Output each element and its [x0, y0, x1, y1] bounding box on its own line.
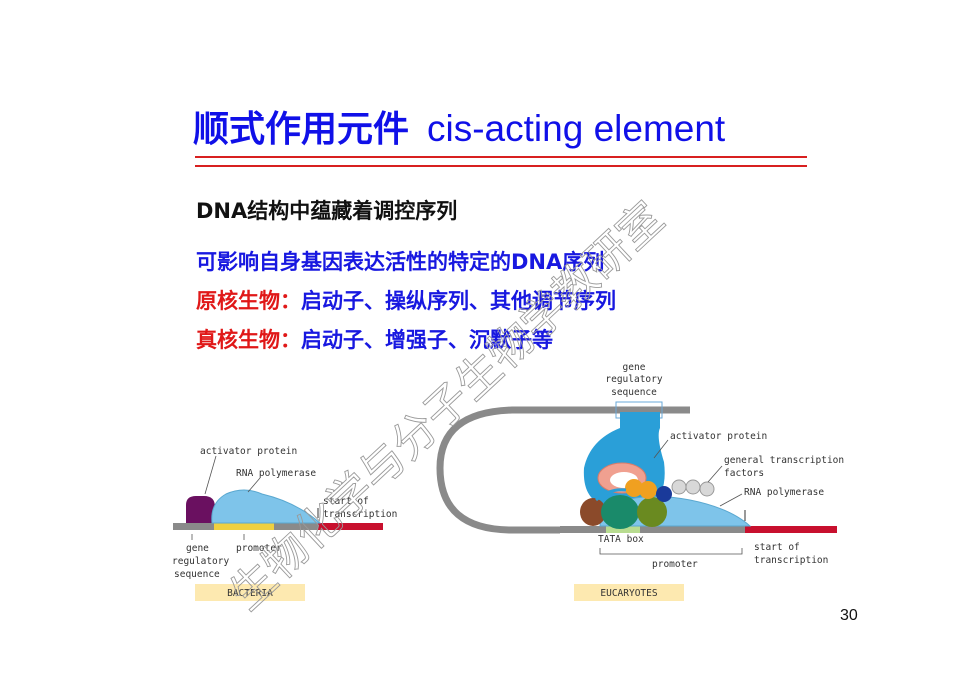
line-eukaryote-label: 真核生物： [196, 328, 301, 352]
line-definition-content: 可影响自身基因表达活性的特定的DNA序列 [196, 250, 605, 274]
eucaryotes-promoter-label: promoter [652, 559, 698, 570]
eucaryotes-activator-label: activator protein [670, 431, 767, 442]
eucaryotes-tata-box [606, 526, 640, 533]
eucaryotes-dna-transcribed [745, 526, 837, 533]
eucaryotes-tag-label: EUCARYOTES [600, 588, 657, 599]
bacteria-activator-protein [186, 496, 215, 523]
bacteria-promoter-label: promoter [236, 543, 282, 554]
eucaryotes-tag [574, 584, 684, 601]
bacteria-rna-polymerase [211, 489, 322, 524]
bacteria-gene-reg-label-3: sequence [174, 569, 220, 580]
eucaryotes-polymerase-label: RNA polymerase [744, 487, 824, 498]
bacteria-promoter-region [214, 523, 274, 530]
eucaryotes-gene-reg-label-1: gene [623, 362, 646, 373]
bacteria-activator-label: activator protein [200, 446, 297, 457]
eucaryotes-start-label-1: start of [754, 542, 800, 553]
bacteria-polymerase-label: RNA polymerase [236, 468, 316, 479]
eucaryotes-diagram: gene regulatory sequence activator prote… [436, 362, 844, 601]
eucaryotes-tata-label: TATA box [598, 534, 644, 545]
subtitle: DNA结构中蕴藏着调控序列 [196, 199, 458, 223]
page-number: 30 [840, 607, 858, 624]
slide-title: 顺式作用元件 cis-acting element [193, 100, 725, 152]
eucaryotes-gene-reg-label-2: regulatory [605, 374, 662, 385]
eucaryotes-dna-loop [436, 406, 690, 534]
eucaryotes-gene-reg-label-3: sequence [611, 387, 657, 398]
line-prokaryote-content: 启动子、操纵序列、其他调节序列 [301, 289, 616, 313]
line-prokaryote: 原核生物：启动子、操纵序列、其他调节序列 [196, 285, 616, 315]
title-chinese: 顺式作用元件 [193, 109, 410, 150]
bacteria-gene-reg-label-2: regulatory [172, 556, 229, 567]
title-english: cis-acting element [427, 108, 726, 149]
bacteria-gene-reg-label-1: gene [186, 543, 209, 554]
bacteria-tag-label: BACTERIA [227, 588, 273, 599]
eucaryotes-dna [560, 526, 750, 533]
title-rule-top [195, 156, 807, 158]
line-eukaryote-content: 启动子、增强子、沉默子等 [301, 328, 553, 352]
bacteria-tag [195, 584, 305, 601]
line-eukaryote: 真核生物：启动子、增强子、沉默子等 [196, 324, 553, 354]
bacteria-dna [173, 523, 383, 530]
eucaryotes-gtf-label-2: factors [724, 468, 764, 479]
eucaryotes-start-label-2: transcription [754, 555, 828, 566]
line-definition: 可影响自身基因表达活性的特定的DNA序列 [196, 246, 604, 276]
bacteria-diagram: activator protein RNA polymerase start o… [172, 446, 397, 601]
bacteria-start-label-2: transcription [323, 509, 397, 520]
line-prokaryote-label: 原核生物： [196, 289, 301, 313]
bacteria-dna-transcribed [318, 523, 383, 530]
title-rule-bottom [195, 165, 807, 167]
bacteria-start-label-1: start of [323, 496, 369, 507]
eucaryotes-gtf-label-1: general transcription [724, 455, 844, 466]
